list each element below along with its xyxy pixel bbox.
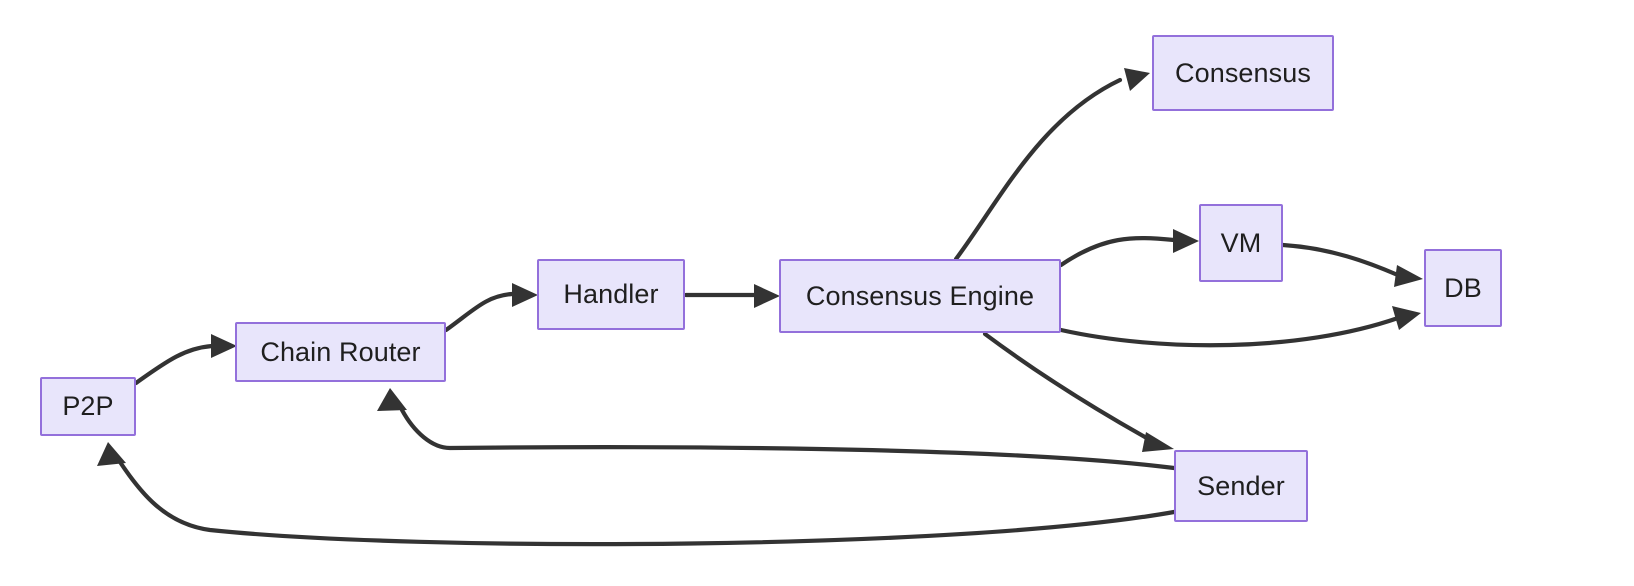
node-chain-router[interactable]: Chain Router bbox=[235, 322, 446, 382]
edge-handler-to-consensus-engine bbox=[683, 284, 780, 308]
node-sender-label: Sender bbox=[1197, 470, 1285, 501]
node-p2p-label: P2P bbox=[62, 391, 114, 421]
edge-vm-to-db bbox=[1280, 242, 1423, 287]
node-consensus-label: Consensus bbox=[1175, 57, 1311, 88]
node-consensus[interactable]: Consensus bbox=[1152, 35, 1334, 111]
edge-chain-router-to-handler bbox=[443, 283, 538, 333]
node-sender[interactable]: Sender bbox=[1174, 450, 1308, 522]
node-consensus-engine-label: Consensus Engine bbox=[805, 280, 1035, 311]
edge-consensus-engine-to-vm bbox=[1058, 229, 1199, 268]
node-consensus-engine[interactable]: Consensus Engine bbox=[779, 259, 1061, 333]
node-p2p[interactable]: P2P bbox=[40, 377, 136, 436]
edge-p2p-to-chain-router bbox=[133, 334, 237, 386]
edge-consensus-engine-to-sender bbox=[982, 331, 1174, 452]
node-db-label: DB bbox=[1444, 272, 1482, 303]
edge-consensus-engine-to-db bbox=[1058, 306, 1421, 348]
edge-sender-to-p2p bbox=[97, 442, 1177, 547]
node-handler-label: Handler bbox=[563, 279, 659, 309]
node-vm[interactable]: VM bbox=[1199, 204, 1283, 282]
edge-consensus-engine-to-consensus bbox=[953, 68, 1150, 262]
node-chain-router-label: Chain Router bbox=[260, 336, 421, 367]
edge-sender-to-chain-router bbox=[377, 388, 1177, 471]
node-db[interactable]: DB bbox=[1424, 249, 1502, 327]
node-handler[interactable]: Handler bbox=[537, 259, 685, 330]
node-vm-label: VM bbox=[1220, 227, 1262, 258]
